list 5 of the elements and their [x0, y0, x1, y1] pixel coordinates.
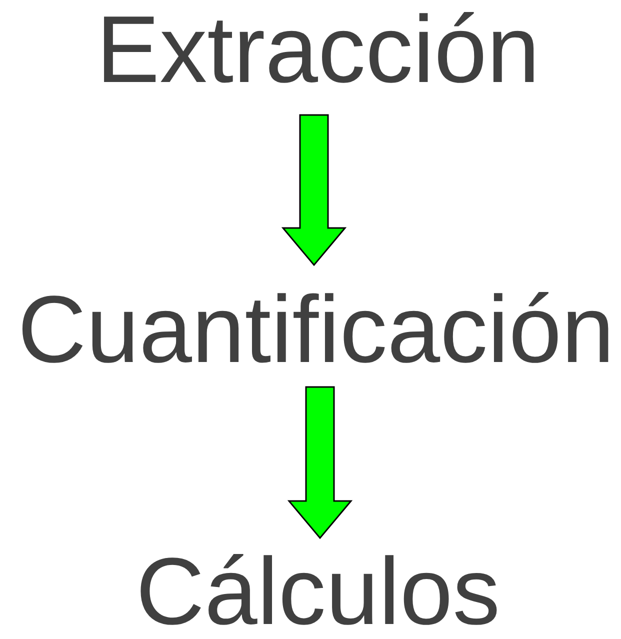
step-label: Cuantificación	[18, 283, 614, 378]
arrow	[287, 386, 353, 540]
step-label: Extracción	[96, 3, 540, 98]
step-label: Cálculos	[136, 545, 500, 639]
arrow	[281, 114, 347, 266]
